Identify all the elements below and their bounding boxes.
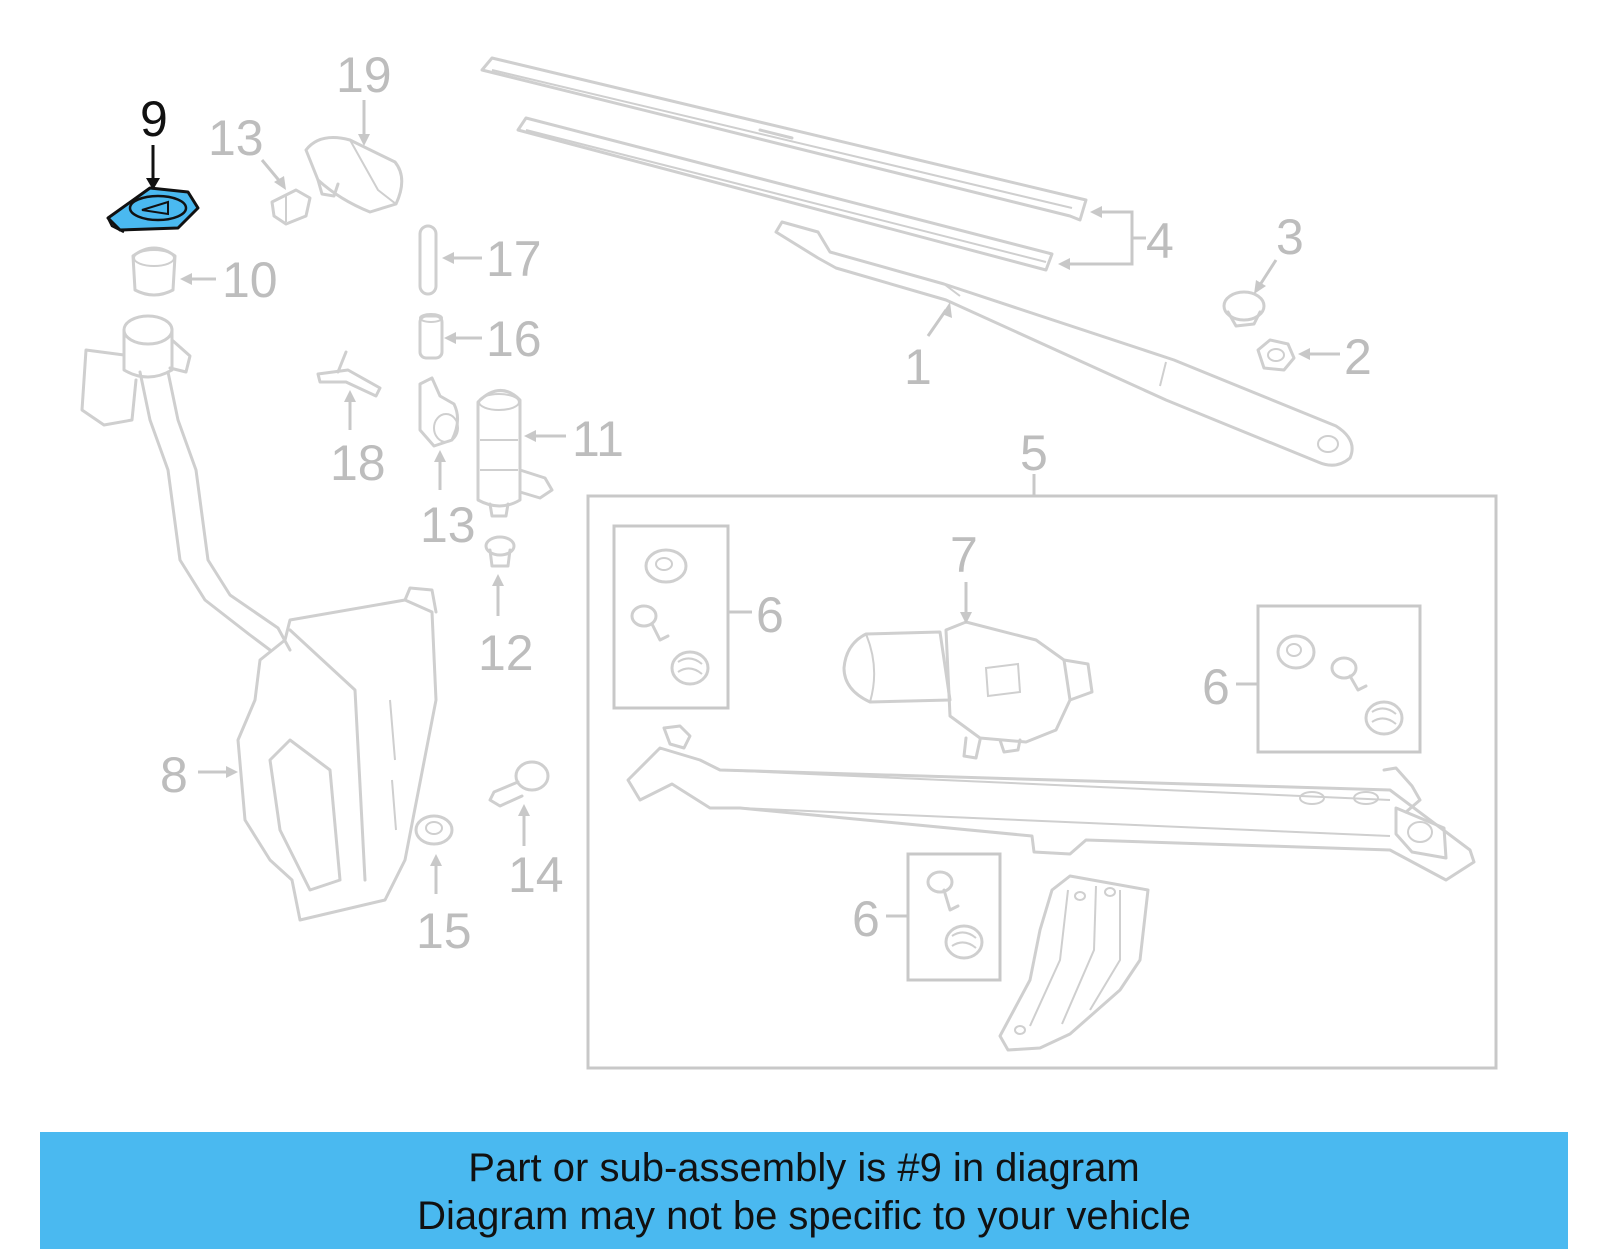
part-8-reservoir bbox=[80, 314, 438, 922]
callout-5: 5 bbox=[1020, 425, 1048, 481]
part-13-elbow bbox=[418, 376, 459, 448]
part-10 bbox=[131, 246, 177, 297]
callout-16: 16 bbox=[486, 311, 542, 367]
callout-10: 10 bbox=[222, 252, 278, 308]
wiper-linkage bbox=[626, 724, 1476, 882]
callout-7: 7 bbox=[950, 527, 978, 583]
callout-13-top: 13 bbox=[208, 110, 264, 166]
part-13-connector bbox=[270, 188, 312, 226]
part-3-cap bbox=[1222, 290, 1266, 328]
callout-3: 3 bbox=[1276, 209, 1304, 265]
part-5-assembly-box bbox=[586, 494, 1498, 1070]
mounting-bracket bbox=[998, 874, 1150, 1052]
info-banner: Part or sub-assembly is #9 in diagram Di… bbox=[40, 1132, 1568, 1249]
part-9-highlighted[interactable] bbox=[106, 186, 200, 234]
part-15-grommet bbox=[414, 814, 454, 846]
callout-13-lower: 13 bbox=[420, 497, 476, 553]
callout-4: 4 bbox=[1146, 213, 1174, 269]
part-6-kit-bottom bbox=[906, 852, 1002, 982]
callout-18: 18 bbox=[330, 435, 386, 491]
part-7-motor bbox=[842, 620, 1094, 760]
part-17-tube bbox=[418, 224, 438, 296]
part-16-connector bbox=[418, 313, 444, 360]
callout-6-left: 6 bbox=[756, 587, 784, 643]
callout-11: 11 bbox=[572, 411, 624, 467]
callout-9: 9 bbox=[140, 91, 168, 147]
callout-2: 2 bbox=[1344, 329, 1372, 385]
callout-15: 15 bbox=[416, 903, 472, 959]
callout-1: 1 bbox=[904, 339, 932, 395]
part-19-sensor bbox=[304, 136, 404, 214]
banner-line-1: Part or sub-assembly is #9 in diagram bbox=[468, 1146, 1140, 1190]
callout-8: 8 bbox=[160, 747, 188, 803]
callout-6-bottom: 6 bbox=[852, 891, 880, 947]
callout-6-right: 6 bbox=[1202, 659, 1230, 715]
part-11-pump bbox=[476, 389, 554, 518]
part-6-kit-right bbox=[1256, 604, 1422, 754]
part-12-grommet bbox=[484, 535, 516, 568]
part-14-sensor bbox=[488, 760, 550, 808]
banner-line-2: Diagram may not be specific to your vehi… bbox=[417, 1194, 1191, 1238]
part-6-kit-left bbox=[612, 524, 730, 710]
part-1-arm bbox=[774, 220, 1354, 467]
parts-diagram: 9 10 8 13 19 17 bbox=[80, 47, 1498, 1070]
callout-12: 12 bbox=[478, 625, 534, 681]
part-4-blades bbox=[480, 56, 1088, 272]
part-2-nut bbox=[1256, 338, 1296, 372]
arrow-9 bbox=[146, 178, 160, 190]
callout-14: 14 bbox=[508, 847, 564, 903]
callout-17: 17 bbox=[486, 231, 542, 287]
part-18-joint bbox=[316, 350, 382, 398]
callout-19: 19 bbox=[336, 47, 392, 103]
